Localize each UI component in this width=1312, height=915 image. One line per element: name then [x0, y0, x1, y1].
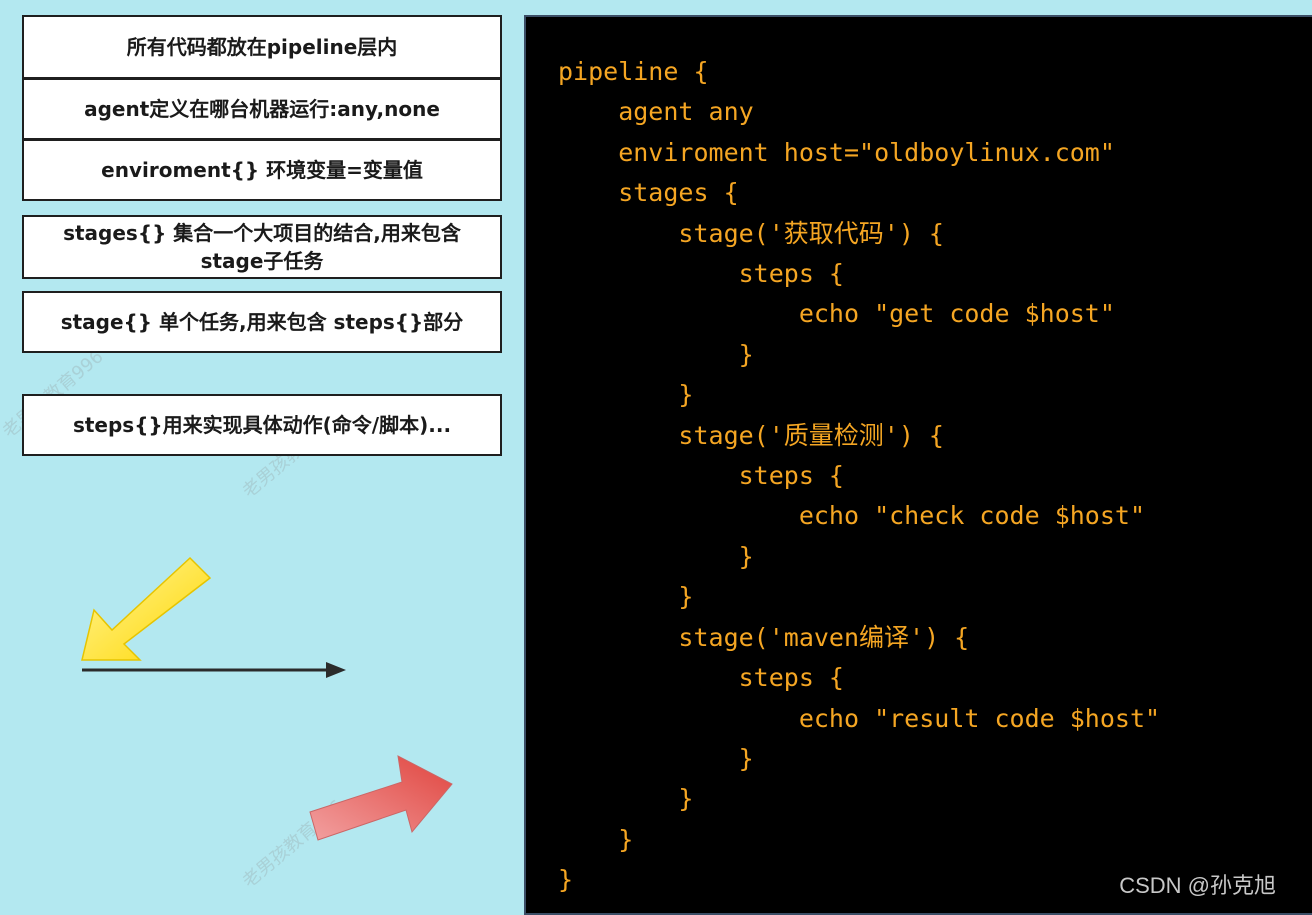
code-line: stage('maven编译') {: [558, 622, 970, 652]
code-line: }: [558, 824, 634, 854]
code-line: steps {: [558, 461, 844, 491]
code-line: }: [558, 743, 754, 773]
code-line: }: [558, 865, 574, 895]
code-line: steps {: [558, 259, 844, 289]
code-panel: pipeline { agent any enviroment host="ol…: [524, 15, 1312, 915]
code-line: }: [558, 380, 694, 410]
code-line: stage('质量检测') {: [558, 420, 944, 450]
code-line: agent any: [558, 97, 754, 127]
yellow-arrow: [81, 556, 212, 661]
jenkinsfile-code: pipeline { agent any enviroment host="ol…: [558, 52, 1160, 901]
code-line: pipeline {: [558, 57, 709, 86]
horizontal-arrow: [82, 662, 346, 678]
code-line: echo "check code $host": [558, 501, 1145, 531]
code-line: }: [558, 339, 754, 369]
concept-environment: enviroment{} 环境变量=变量值: [22, 139, 502, 201]
red-arrow: [309, 755, 453, 841]
concept-stage: stage{} 单个任务,用来包含 steps{}部分: [22, 291, 502, 353]
code-line: steps {: [558, 663, 844, 693]
csdn-watermark: CSDN @孙克旭: [1119, 873, 1276, 898]
code-line: echo "result code $host": [558, 703, 1161, 733]
concept-steps: steps{}用来实现具体动作(命令/脚本)...: [22, 394, 502, 456]
code-line: }: [558, 784, 694, 814]
code-line: stages {: [558, 178, 739, 208]
decorative-arrows: [81, 556, 453, 841]
code-line: stage('获取代码') {: [558, 218, 944, 248]
code-line: echo "get code $host": [558, 299, 1115, 329]
code-line: enviroment host="oldboylinux.com": [558, 137, 1115, 167]
concept-stages: stages{} 集合一个大项目的结合,用来包含stage子任务: [22, 215, 502, 279]
code-line: }: [558, 541, 754, 571]
concept-pipeline: 所有代码都放在pipeline层内: [22, 15, 502, 79]
code-line: }: [558, 582, 694, 612]
